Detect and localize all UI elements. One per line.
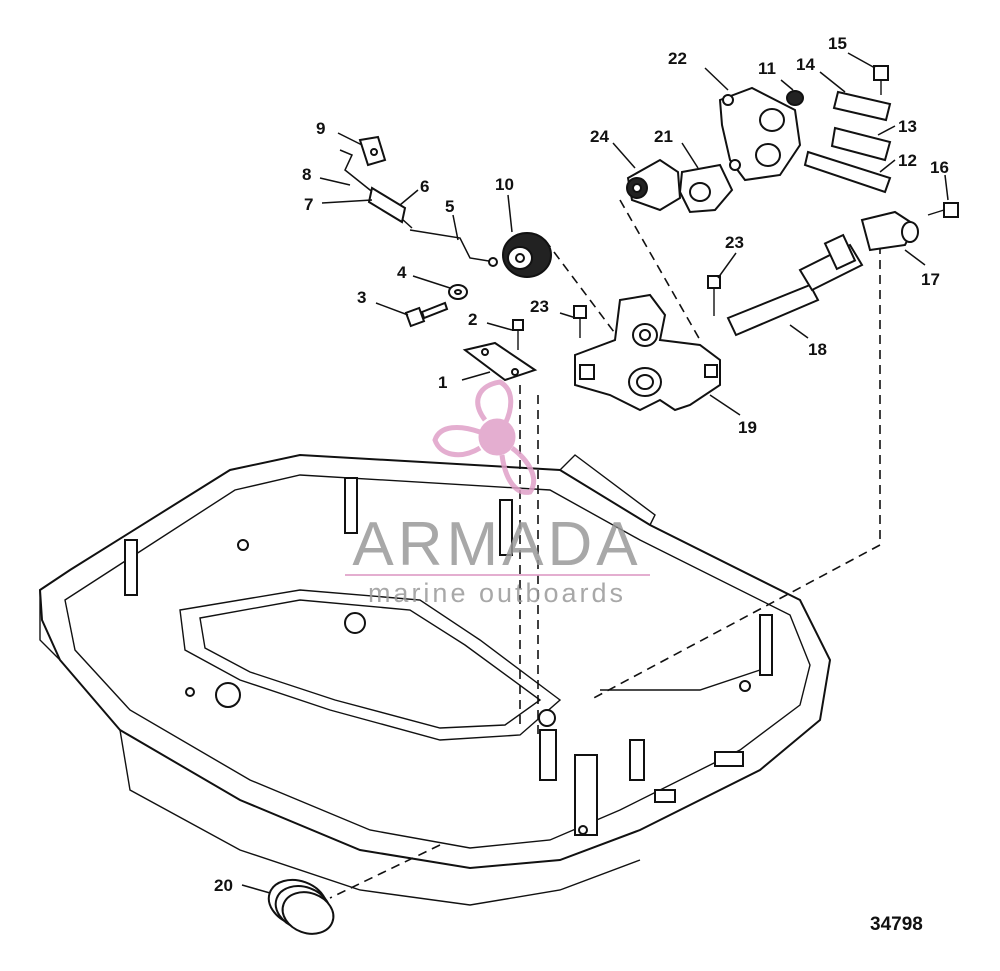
part-3-bolt: [404, 301, 449, 328]
callout-1: 1: [438, 373, 447, 392]
part-13-plate: [830, 126, 892, 162]
callout-2: 2: [468, 310, 477, 329]
watermark-brand: ARMADA: [352, 510, 641, 579]
callout-15: 15: [828, 34, 847, 53]
callout-16: 16: [930, 158, 949, 177]
part-6-7-8-rod-connector: [339, 149, 413, 229]
part-14-plate: [832, 90, 892, 122]
part-11-nut: [786, 90, 804, 106]
propeller-logo: [432, 379, 537, 495]
callout-18: 18: [808, 340, 827, 359]
callout-5: 5: [445, 197, 454, 216]
part-20-grommet: [267, 878, 335, 935]
part-21-lever: [678, 163, 734, 214]
part-15-screw: [873, 65, 889, 95]
callout-22: 22: [668, 49, 687, 68]
part-1-plate: [462, 341, 538, 382]
callout-19: 19: [738, 418, 757, 437]
part-22-cam-plate: [718, 86, 802, 182]
part-9-clip: [358, 135, 387, 167]
part-19-bracket: [574, 293, 721, 412]
alignment-lines: [329, 199, 881, 899]
part-5-link-rod: [409, 229, 498, 267]
part-2-screw: [512, 319, 524, 350]
leader-lines: [241, 52, 949, 894]
part-23-screw-left: [573, 305, 587, 338]
watermark-tagline: marine outboards: [368, 578, 626, 608]
figure-number: 34798: [870, 914, 923, 935]
callout-6: 6: [420, 177, 429, 196]
callout-9: 9: [316, 119, 325, 138]
part-18-shaft: [726, 233, 864, 337]
callout-23-right: 23: [725, 233, 744, 252]
part-16-screw: [927, 202, 959, 218]
callout-13: 13: [898, 117, 917, 136]
callout-17: 17: [921, 270, 940, 289]
callout-12: 12: [898, 151, 917, 170]
callout-7: 7: [304, 195, 313, 214]
part-4-washer: [448, 284, 468, 300]
callout-4: 4: [397, 263, 407, 282]
watermark: ARMADA marine outboards: [345, 379, 650, 608]
callout-10: 10: [495, 175, 514, 194]
bottom-cowl: [38, 453, 832, 906]
callout-20: 20: [214, 876, 233, 895]
part-12-strap: [803, 150, 892, 194]
part-10-gear: [502, 232, 552, 278]
part-24-housing: [626, 158, 682, 212]
callout-3: 3: [357, 288, 366, 307]
part-23-screw-right: [707, 275, 721, 316]
part-17-fitting: [860, 210, 919, 252]
callout-21: 21: [654, 127, 673, 146]
callout-labels: 1 2 3 4 5 6 7 8 9 10 11 12 13 14 15 16 1…: [214, 34, 949, 895]
callout-8: 8: [302, 165, 311, 184]
callout-14: 14: [796, 55, 815, 74]
callout-23-left: 23: [530, 297, 549, 316]
callout-11: 11: [758, 59, 776, 78]
callout-24: 24: [590, 127, 609, 146]
